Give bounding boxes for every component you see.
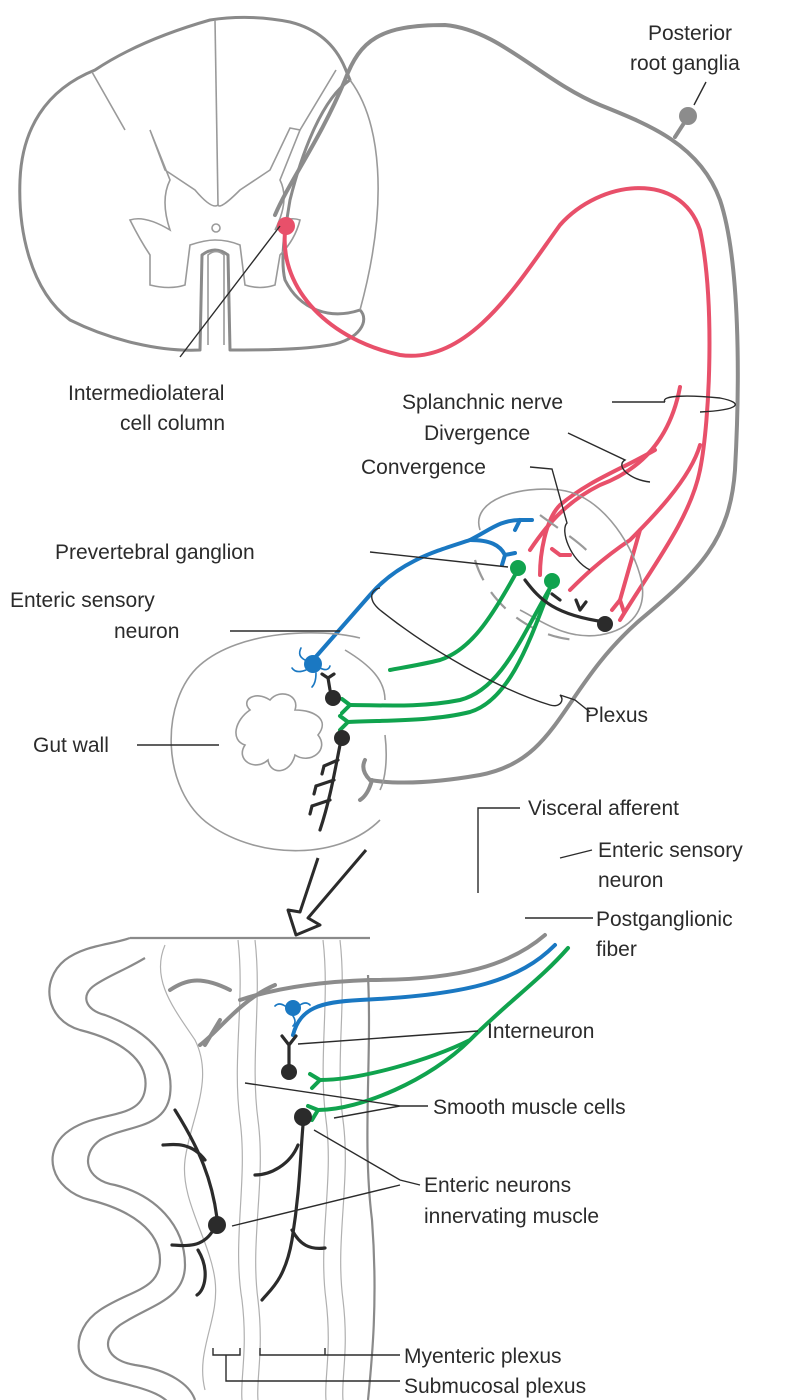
myenteric-neuron-processes bbox=[253, 1123, 327, 1302]
label-enteric-sensory-bottom-line2: neuron bbox=[598, 869, 663, 892]
label-postganglionic-line1: Postganglionic bbox=[596, 908, 733, 931]
lateral-tract bbox=[91, 69, 337, 131]
red-terminal bbox=[610, 598, 626, 614]
blue-branch bbox=[468, 518, 534, 567]
preganglionic-fiber bbox=[282, 186, 712, 622]
green-terminals bbox=[338, 697, 352, 732]
label-intermediolateral-line1: Intermediolateral bbox=[68, 382, 224, 405]
label-posterior-root-ganglia-line2: root ganglia bbox=[630, 52, 740, 75]
leader-smooth-muscle bbox=[244, 1082, 428, 1119]
posterior-median-septum bbox=[214, 19, 219, 206]
central-canal bbox=[211, 223, 221, 233]
submucosal-bracket bbox=[212, 1348, 400, 1382]
interneuron-process bbox=[280, 1034, 298, 1070]
submucosa-layer bbox=[159, 944, 217, 1391]
label-intermediolateral-line2: cell column bbox=[120, 412, 225, 435]
lower-postganglionic-fiber bbox=[316, 946, 570, 1112]
splanchnic-branch-4 bbox=[618, 528, 642, 602]
label-enteric-neurons-line1: Enteric neurons bbox=[424, 1174, 571, 1197]
intermediolateral-neuron-icon bbox=[277, 217, 295, 235]
ganglion-black-cell-icon bbox=[597, 616, 613, 632]
visceral-afferent-stub bbox=[358, 758, 374, 802]
splanchnic-branch-3 bbox=[568, 443, 702, 592]
splanchnic-branch-2 bbox=[538, 448, 657, 577]
label-visceral-afferent: Visceral afferent bbox=[528, 797, 679, 820]
anterior-horn-right bbox=[349, 79, 379, 311]
spinal-cord-outline bbox=[18, 15, 366, 352]
mucosa-inner bbox=[85, 957, 197, 1400]
label-divergence: Divergence bbox=[424, 422, 530, 445]
label-enteric-sensory-bottom-line1: Enteric sensory bbox=[598, 839, 743, 862]
prevertebral-ganglion-outline bbox=[477, 488, 644, 637]
spinal-cord-section bbox=[18, 15, 379, 352]
label-myenteric-plexus: Myenteric plexus bbox=[404, 1345, 562, 1368]
leader-divergence bbox=[567, 432, 651, 483]
circular-muscle-1 bbox=[236, 939, 245, 1400]
leader-enteric-sensory-bottom bbox=[559, 849, 593, 859]
lower-sensory-dendrites bbox=[274, 1002, 311, 1027]
ganglion-cell-1-icon bbox=[510, 560, 526, 576]
label-plexus: Plexus bbox=[585, 704, 648, 727]
gut-wall-circle bbox=[170, 632, 381, 852]
zoom-arrow-icon bbox=[286, 849, 368, 937]
lower-visceral-afferent bbox=[168, 933, 547, 1047]
label-enteric-sensory-top-line2: neuron bbox=[114, 620, 179, 643]
enteric-neuron-1-icon bbox=[325, 690, 341, 706]
leader-interneuron bbox=[297, 1030, 479, 1045]
red-terminal-2 bbox=[550, 547, 572, 557]
leader-enteric-neurons-muscle bbox=[231, 1129, 421, 1227]
longitudinal-muscle-1 bbox=[322, 939, 329, 1400]
lower-enteric-sensory-fiber bbox=[291, 943, 557, 1037]
longitudinal-muscle-2 bbox=[339, 939, 346, 1400]
enteric-neuron-2-icon bbox=[334, 730, 350, 746]
visceral-afferent-fiber bbox=[273, 22, 740, 785]
gray-matter bbox=[128, 127, 302, 289]
label-enteric-neurons-line2: innervating muscle bbox=[424, 1205, 599, 1228]
intestine-section bbox=[48, 936, 376, 1400]
circular-muscle-2 bbox=[254, 939, 261, 1400]
label-posterior-root-ganglia-line1: Posterior bbox=[648, 22, 732, 45]
interneuron-cell-icon bbox=[281, 1064, 297, 1080]
leader-splanchnic bbox=[612, 395, 736, 413]
submucosal-neuron-processes bbox=[161, 1108, 219, 1297]
postganglionic-fiber-2 bbox=[348, 586, 552, 708]
leader-prevertebral bbox=[369, 551, 509, 568]
gut-lumen bbox=[235, 693, 324, 772]
lower-green-terminals bbox=[306, 1072, 322, 1122]
label-interneuron: Interneuron bbox=[487, 1020, 594, 1043]
enteric-neuron-1-process bbox=[320, 672, 336, 692]
postganglionic-fiber-3 bbox=[346, 586, 552, 724]
myenteric-neuron-icon bbox=[294, 1108, 312, 1126]
label-prevertebral-ganglion: Prevertebral ganglion bbox=[55, 541, 255, 564]
posterior-root-ganglion-icon bbox=[679, 107, 697, 125]
label-splanchnic-nerve: Splanchnic nerve bbox=[402, 391, 563, 414]
ganglion-dashed-boundary bbox=[473, 514, 596, 642]
label-submucosal-plexus: Submucosal plexus bbox=[404, 1375, 586, 1398]
ganglion-black-process bbox=[523, 578, 607, 624]
anterior-fissure bbox=[207, 250, 225, 345]
myenteric-bracket bbox=[259, 1348, 400, 1356]
submucosal-neuron-icon bbox=[208, 1216, 226, 1234]
ganglion-cell-2-icon bbox=[544, 573, 560, 589]
mucosa-outer bbox=[48, 936, 370, 1400]
label-convergence: Convergence bbox=[361, 456, 486, 479]
label-gut-wall: Gut wall bbox=[33, 734, 109, 757]
enteric-sensory-cell-icon bbox=[304, 655, 322, 673]
label-smooth-muscle-cells: Smooth muscle cells bbox=[433, 1096, 626, 1119]
leader-intermediolateral bbox=[179, 225, 281, 358]
label-enteric-sensory-top-line1: Enteric sensory bbox=[10, 589, 155, 612]
leader-posterior-root-ganglia bbox=[693, 81, 707, 106]
sensory-dendrites bbox=[291, 647, 331, 688]
label-postganglionic-line2: fiber bbox=[596, 938, 637, 961]
lower-sensory-cell-icon bbox=[285, 1000, 301, 1016]
enteric-sensory-fiber bbox=[311, 518, 522, 662]
serosa bbox=[366, 974, 376, 1400]
leader-convergence bbox=[529, 466, 591, 571]
gut-wall-inner-arc bbox=[344, 649, 387, 791]
plexus-leader bbox=[371, 587, 591, 713]
leader-visceral-afferent bbox=[477, 807, 520, 893]
postganglionic-fiber-1 bbox=[388, 573, 517, 672]
enteric-neuron-2-processes bbox=[308, 743, 342, 832]
